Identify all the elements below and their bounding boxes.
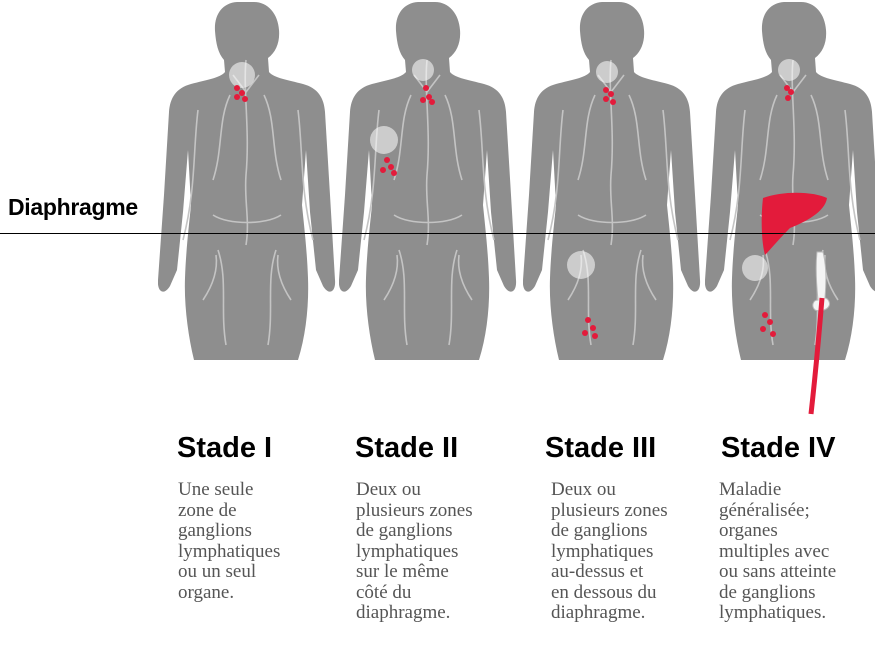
affected-node-dot [610, 99, 616, 105]
stage-4-title: Stade IV [721, 432, 835, 465]
lymph-node-cluster [596, 61, 618, 83]
body-silhouette-4 [705, 0, 875, 370]
stage-2-line: côté du [356, 583, 473, 604]
stage-4-line: organes [719, 521, 836, 542]
stage-2-line: de ganglions [356, 521, 473, 542]
affected-node-dot [388, 164, 394, 170]
affected-node-dot [760, 326, 766, 332]
affected-node-dot [391, 170, 397, 176]
stage-1-line: organe. [178, 583, 280, 604]
affected-node-dot [426, 94, 432, 100]
lymph-node-cluster [567, 251, 595, 279]
stage-4-line: ou sans atteinte [719, 562, 836, 583]
stage-4-line: multiples avec [719, 542, 836, 563]
affected-node-dot [603, 96, 609, 102]
stage-1-line: zone de [178, 501, 280, 522]
stage-2-line: Deux ou [356, 480, 473, 501]
stage-2-title: Stade II [355, 432, 458, 465]
stage-1-line: ou un seul [178, 562, 280, 583]
stage-2-line: plusieurs zones [356, 501, 473, 522]
body-silhouette-shape [339, 2, 516, 360]
stage-3-line: en dessous du [551, 583, 668, 604]
stage-2-line: diaphragme. [356, 603, 473, 624]
affected-node-dot [234, 94, 240, 100]
lymph-node-cluster [412, 59, 434, 81]
affected-node-dot [423, 85, 429, 91]
stage-3-line: au-dessus et [551, 562, 668, 583]
stage-3-line: Deux ou [551, 480, 668, 501]
stage-1-line: Une seule [178, 480, 280, 501]
stage-1-description: Une seule zone de ganglions lymphatiques… [178, 480, 280, 603]
diaphragm-line [0, 233, 875, 234]
affected-node-dot [592, 333, 598, 339]
diaphragm-label: Diaphragme [8, 194, 138, 221]
stage-3-line: lymphatiques [551, 542, 668, 563]
stage-2-line: lymphatiques [356, 542, 473, 563]
lymph-node-cluster [229, 62, 255, 88]
stage-1-line: ganglions [178, 521, 280, 542]
affected-node-dot [590, 325, 596, 331]
affected-node-dot [767, 319, 773, 325]
affected-node-dot [608, 91, 614, 97]
affected-node-dot [582, 330, 588, 336]
affected-node-dot [788, 89, 794, 95]
stage-3-line: diaphragme. [551, 603, 668, 624]
lymph-node-cluster [370, 126, 398, 154]
stage-3-line: de ganglions [551, 521, 668, 542]
affected-node-dot [770, 331, 776, 337]
body-silhouette-3 [523, 0, 703, 370]
stage-2-line: sur le même [356, 562, 473, 583]
stage-4-line: généralisée; [719, 501, 836, 522]
stage-3-line: plusieurs zones [551, 501, 668, 522]
stage-2-description: Deux ou plusieurs zones de ganglions lym… [356, 480, 473, 624]
affected-node-dot [380, 167, 386, 173]
affected-node-dot [603, 87, 609, 93]
stage-1-title: Stade I [177, 432, 272, 465]
body-figure-stage-2 [339, 0, 519, 370]
affected-node-dot [420, 97, 426, 103]
body-figure-stage-3 [523, 0, 703, 370]
stage-4-line: lymphatiques. [719, 603, 836, 624]
affected-node-dot [384, 157, 390, 163]
affected-node-dot [239, 90, 245, 96]
body-figure-stage-1 [158, 0, 338, 370]
stage-1-line: lymphatiques [178, 542, 280, 563]
body-silhouette-2 [339, 0, 519, 370]
stage-4-line: de ganglions [719, 583, 836, 604]
lymph-node-cluster [778, 59, 800, 81]
body-silhouette-shape [523, 2, 700, 360]
stage-4-line: Maladie [719, 480, 836, 501]
affected-node-dot [762, 312, 768, 318]
affected-node-dot [785, 95, 791, 101]
body-silhouette-1 [158, 0, 338, 370]
stage-3-description: Deux ou plusieurs zones de ganglions lym… [551, 480, 668, 624]
lymph-node-cluster [742, 255, 768, 281]
stage-3-title: Stade III [545, 432, 656, 465]
body-figure-stage-4 [705, 0, 875, 370]
stage-4-description: Maladie généralisée; organes multiples a… [719, 480, 836, 624]
affected-node-dot [242, 96, 248, 102]
body-silhouette-shape [158, 2, 335, 360]
affected-node-dot [585, 317, 591, 323]
affected-node-dot [234, 85, 240, 91]
affected-node-dot [429, 99, 435, 105]
